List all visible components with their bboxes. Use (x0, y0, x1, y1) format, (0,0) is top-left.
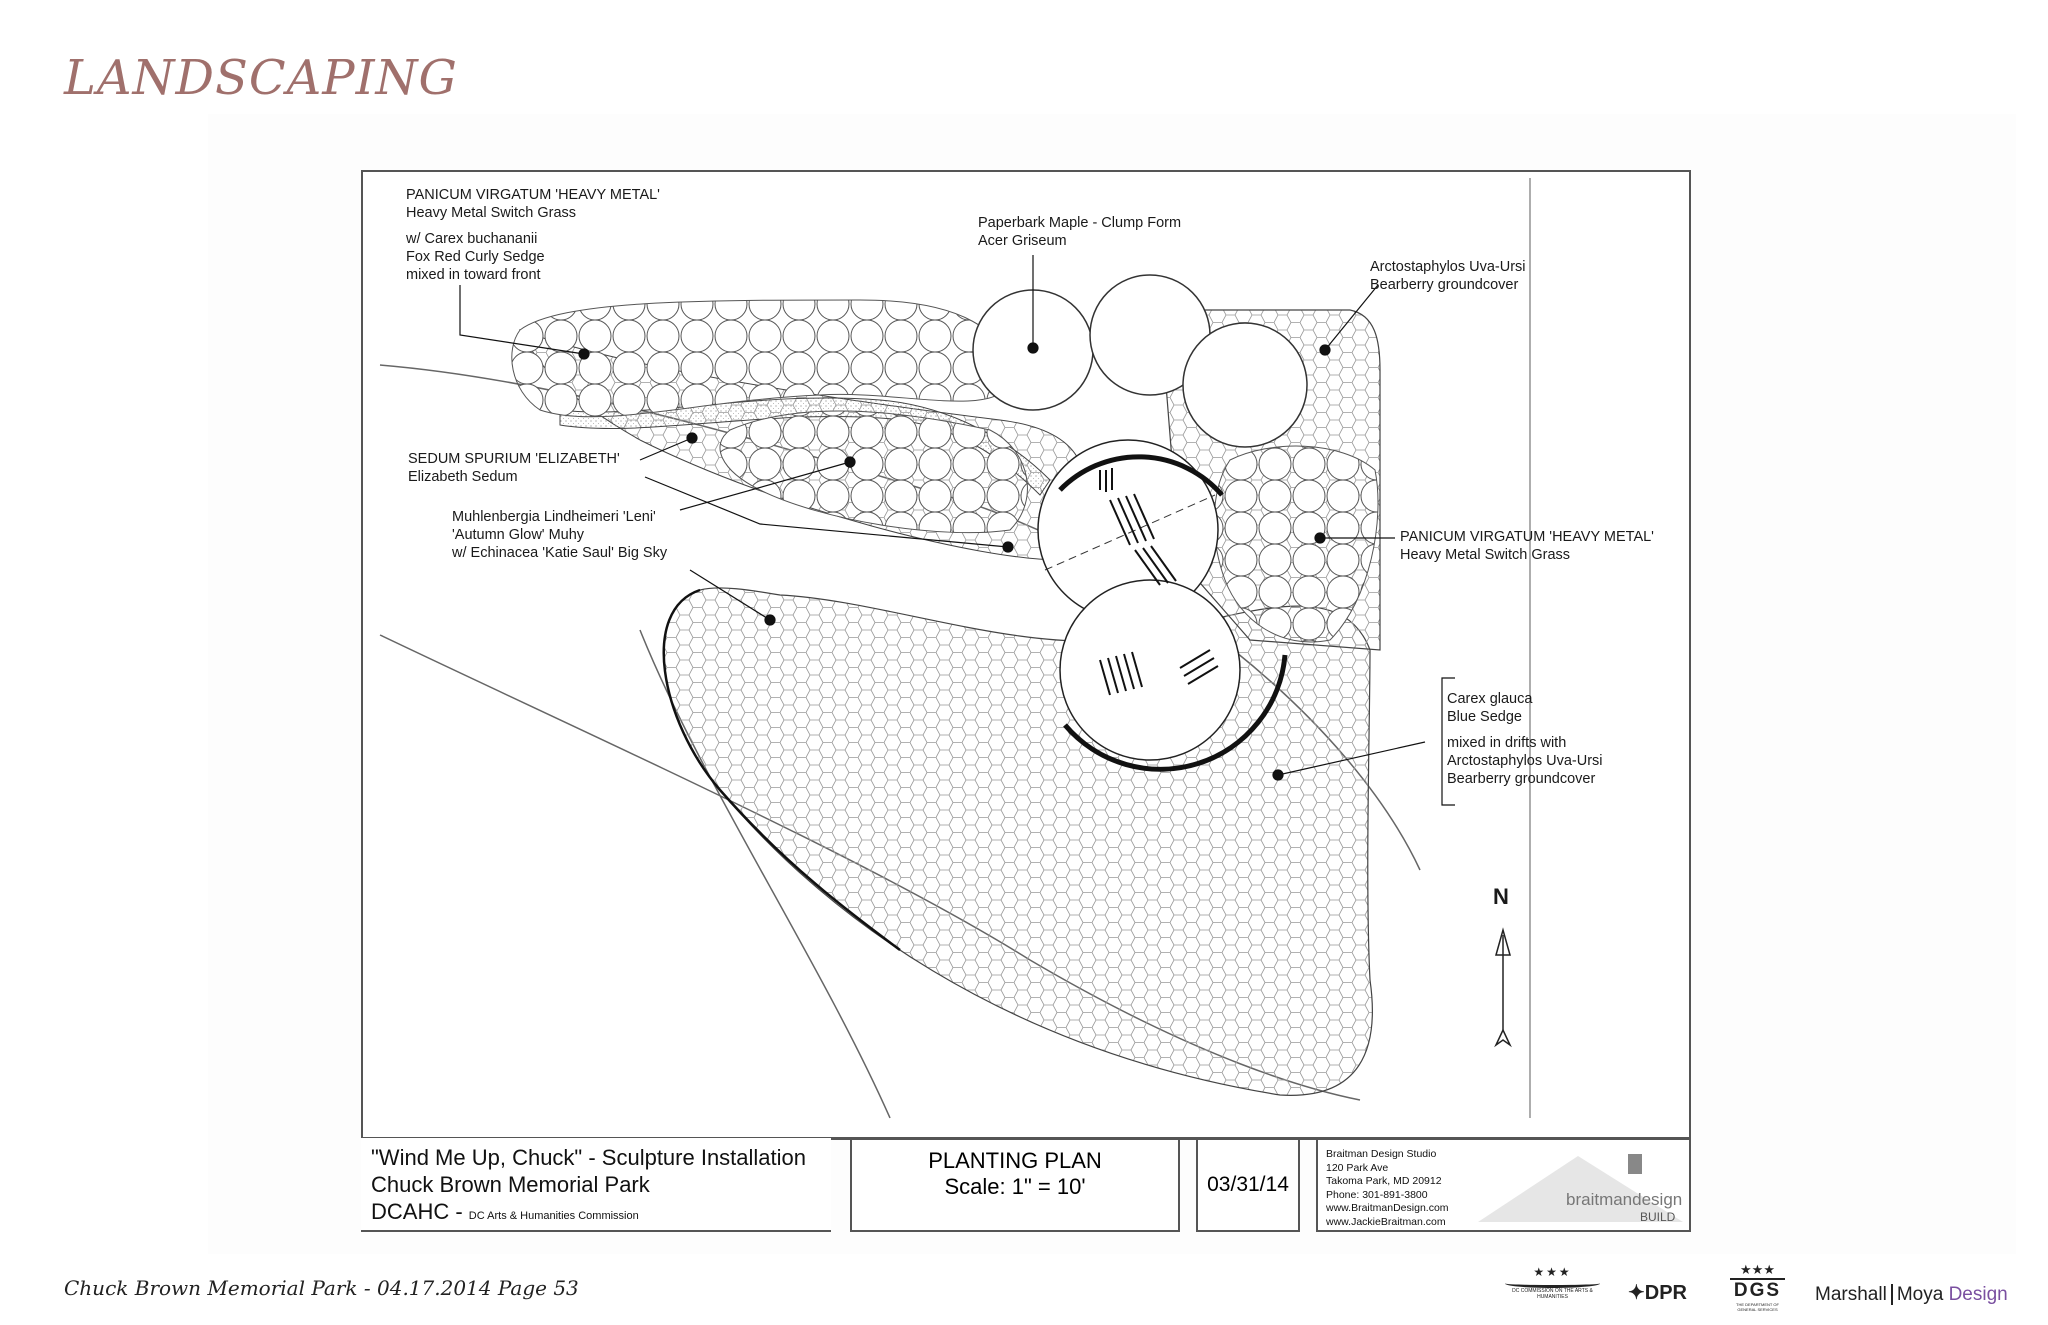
title-block-project: "Wind Me Up, Chuck" - Sculpture Installa… (361, 1138, 831, 1232)
braitman-brand-sub: BUILD (1640, 1210, 1676, 1224)
label-panicum-top: PANICUM VIRGATUM 'HEAVY METAL'Heavy Meta… (406, 187, 660, 283)
title-block-date: 03/31/14 (1196, 1138, 1300, 1232)
sculpture-circle (1059, 579, 1241, 761)
muhly-bed (719, 410, 1028, 534)
stars-icon: ★★★ (1740, 1262, 1775, 1277)
north-label: N (1493, 884, 1509, 909)
label-panicum-right: PANICUM VIRGATUM 'HEAVY METAL'Heavy Meta… (1400, 529, 1654, 563)
maple-leaf-icon: ✦ (1628, 1282, 1645, 1304)
title-block-plan: PLANTING PLAN Scale: 1" = 10' (850, 1138, 1180, 1232)
page-footer: Chuck Brown Memorial Park - 04.17.2014 P… (64, 1276, 579, 1300)
dcahc-logo: ★★★ DC COMMISSION ON THE ARTS & HUMANITI… (1505, 1265, 1600, 1300)
lawn-edge (662, 588, 901, 952)
north-arrow (1494, 927, 1512, 1048)
label-sedum: SEDUM SPURIUM 'ELIZABETH'Elizabeth Sedum (408, 451, 620, 485)
dpr-logo: ✦DPR (1628, 1282, 1687, 1304)
label-muhlenbergia: Muhlenbergia Lindheimeri 'Leni''Autumn G… (452, 509, 668, 561)
switch-grass-bed (511, 299, 1011, 418)
stars-icon: ★★★ (1533, 1265, 1572, 1279)
braitman-brand: braitmandesign (1566, 1190, 1683, 1209)
page-title: LANDSCAPING (64, 50, 458, 106)
maple-tree (1182, 322, 1308, 448)
braitman-logo-mark (1478, 1154, 1683, 1222)
dgs-logo: ★★★ DGS THE DEPARTMENT OF GENERAL SERVIC… (1730, 1262, 1785, 1312)
